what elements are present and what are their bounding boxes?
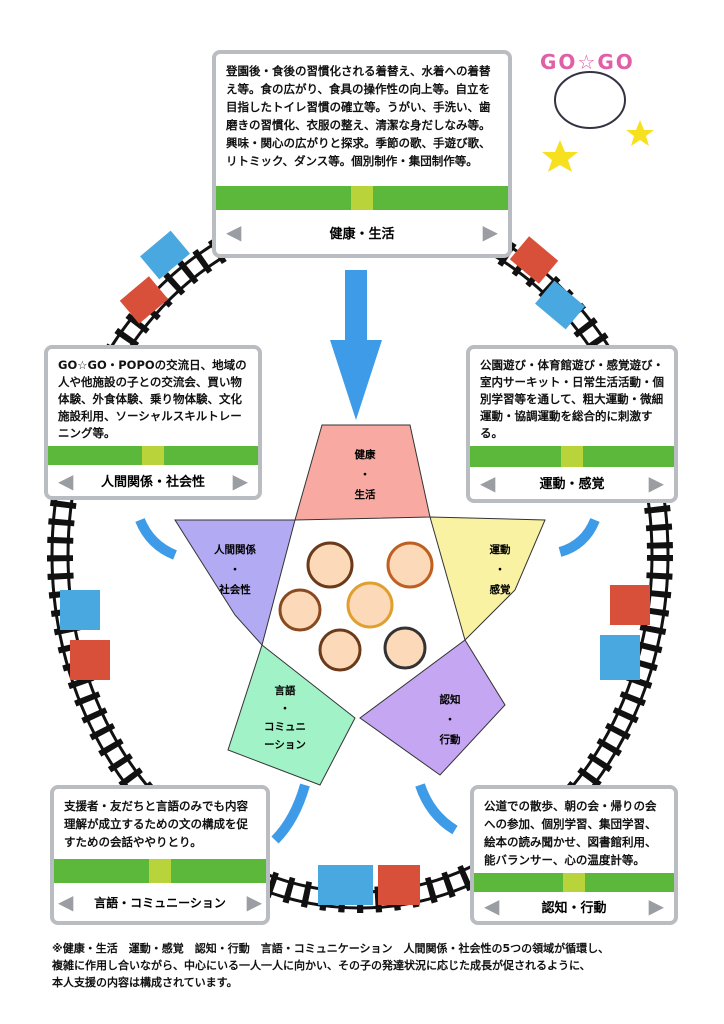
segment-cognition	[359, 639, 506, 776]
footer-line: 複雑に作用し合いながら、中心にいる一人一人に向かい、その子の発達状況に応じた成長…	[52, 959, 591, 972]
arrow-right-icon: ▶	[648, 894, 664, 919]
logo: GO☆GO	[540, 50, 635, 74]
grass-bar	[216, 186, 508, 210]
arrow-down	[330, 270, 382, 420]
arrow-right-icon: ▶	[232, 468, 248, 493]
arrow-right-icon: ▶	[246, 890, 262, 914]
arrow-cognition	[415, 783, 458, 835]
arrow-right-icon: ▶	[648, 470, 664, 495]
label-line: ・	[444, 714, 456, 726]
mascot-icon	[554, 71, 626, 129]
label-line: 行動	[439, 734, 461, 746]
box-motor-label: 運動・感覚	[539, 477, 605, 493]
box-language: 支援者・友だちと言語のみでも内容理解が成立するための文の構成を促すための会話やや…	[50, 785, 270, 925]
box-language-label: 言語・コミュニーション	[94, 895, 226, 910]
label-line: 言語	[274, 685, 296, 697]
footer-note: ※健康・生活 運動・感覚 認知・行動 言語・コミュニケーション 人間関係・社会性…	[52, 940, 609, 991]
box-health: 登園後・食後の習慣化される着替え、水着への着替え等。食の広がり、食具の操作性の向…	[212, 50, 512, 258]
train-right	[600, 585, 650, 680]
segment-social-label: 人間関係・社会性	[200, 540, 270, 600]
arrow-right-icon: ▶	[482, 220, 498, 244]
footer-line: ※健康・生活 運動・感覚 認知・行動 言語・コミュニケーション 人間関係・社会性…	[52, 942, 610, 955]
box-cognition: 公道での散歩、朝の会・帰りの会への参加、個別学習、集団学習、絵本の読み聞かせ、図…	[470, 785, 678, 925]
children-illustration	[278, 541, 434, 672]
label-line: ・	[279, 703, 291, 715]
grass-bar	[48, 446, 258, 466]
grass-bar	[54, 859, 266, 883]
grass-bar	[470, 446, 674, 467]
arrow-left-icon: ◀	[484, 894, 500, 919]
label-line: 社会性	[219, 584, 251, 596]
segment-motor	[429, 516, 546, 641]
box-health-label: 健康・生活	[329, 226, 395, 242]
arrow-left-icon: ◀	[226, 220, 242, 244]
arrow-left-icon: ◀	[58, 468, 74, 493]
box-language-text: 支援者・友だちと言語のみでも内容理解が成立するための文の構成を促すための会話やや…	[64, 799, 248, 849]
stars-decoration	[542, 120, 654, 172]
label-line: ・	[229, 564, 241, 576]
segment-cognition-label: 認知・行動	[425, 690, 475, 750]
box-motor: 公園遊び・体育館遊び・感覚遊び・室内サーキット・日常生活活動・個別学習等を通して…	[466, 345, 678, 503]
label-line: 運動	[489, 544, 511, 556]
box-social: GO☆GO・POPOの交流日、地域の人や他施設の子との交流会、買い物体験、外食体…	[44, 345, 262, 500]
train-top-right	[509, 236, 585, 330]
train-left	[60, 590, 110, 680]
grass-bar	[474, 873, 674, 892]
label-line: コミュニ	[264, 721, 306, 733]
box-health-text: 登園後・食後の習慣化される着替え、水着への着替え等。食の広がり、食具の操作性の向…	[226, 64, 491, 168]
arrow-left-icon: ◀	[58, 890, 74, 914]
segment-language-label: 言語・コミュニーション	[250, 682, 320, 754]
arrow-language	[271, 783, 310, 844]
label-line: 人間関係	[214, 544, 256, 556]
box-cognition-label: 認知・行動	[541, 900, 607, 916]
label-line: 感覚	[489, 584, 511, 596]
label-line: ーション	[264, 739, 306, 751]
segment-motor-label: 運動・感覚	[475, 540, 525, 600]
arrow-motor	[558, 517, 600, 557]
train-top-left	[119, 230, 190, 324]
label-line: 生活	[354, 489, 376, 501]
box-motor-text: 公園遊び・体育館遊び・感覚遊び・室内サーキット・日常生活活動・個別学習等を通して…	[480, 358, 664, 440]
box-cognition-text: 公道での散歩、朝の会・帰りの会への参加、個別学習、集団学習、絵本の読み聞かせ、図…	[484, 799, 657, 867]
label-line: 健康	[354, 449, 376, 461]
segment-health-label: 健康・生活	[340, 445, 390, 505]
segment-language	[227, 644, 356, 786]
train-bottom	[318, 865, 420, 905]
arrow-social	[135, 517, 178, 560]
label-line: ・	[359, 469, 371, 481]
footer-line: 本人支援の内容は構成されています。	[52, 976, 238, 989]
arrow-left-icon: ◀	[480, 470, 496, 495]
label-line: 認知	[439, 694, 461, 706]
box-social-label: 人間関係・社会性	[100, 475, 205, 491]
label-line: ・	[494, 564, 506, 576]
box-social-text: GO☆GO・POPOの交流日、地域の人や他施設の子との交流会、買い物体験、外食体…	[58, 358, 247, 440]
